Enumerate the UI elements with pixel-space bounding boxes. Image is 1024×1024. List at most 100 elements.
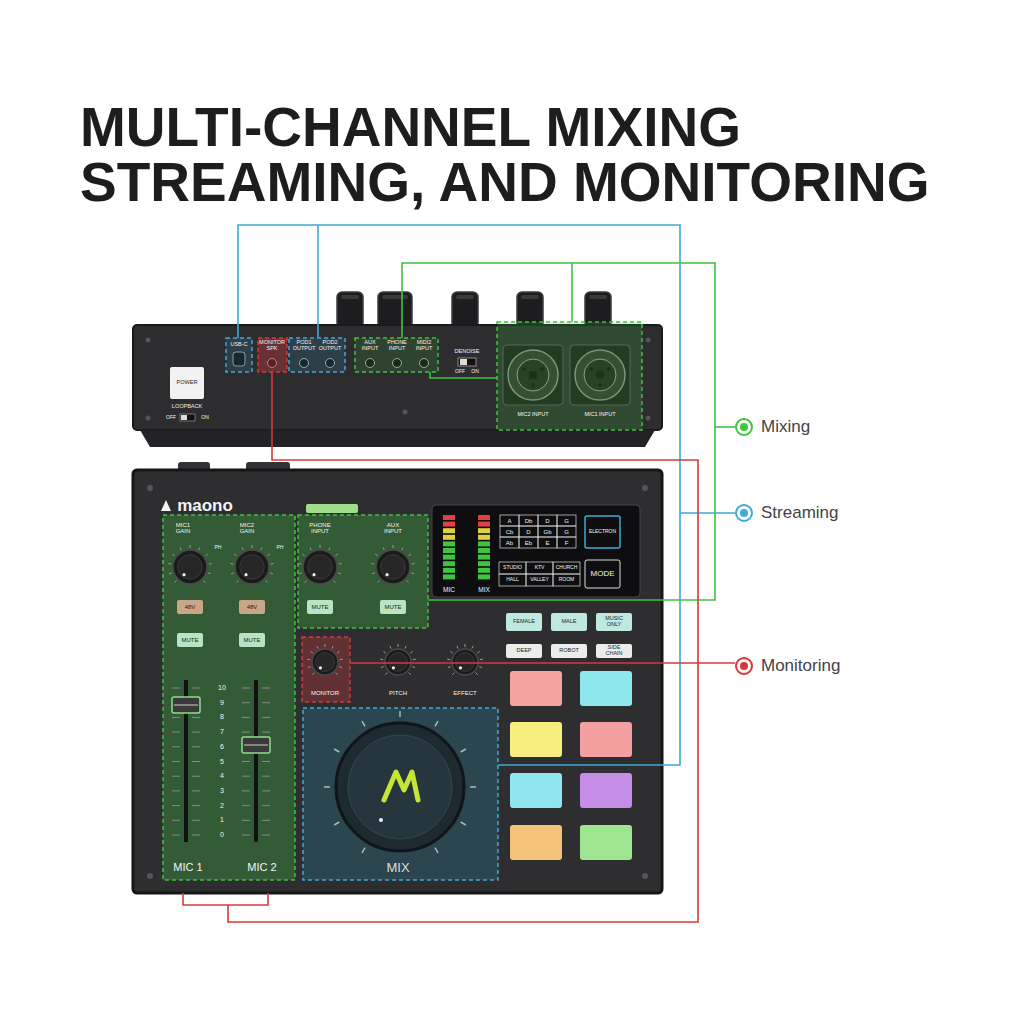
port-label: POD1 OUTPUT	[291, 340, 317, 352]
knob-indicator	[385, 573, 388, 576]
dial-tick	[362, 721, 365, 726]
button-label: MUSIC ONLY	[599, 616, 629, 628]
scale-number: 7	[220, 728, 224, 735]
key-cell-label: A	[507, 517, 511, 523]
meter-segment	[478, 561, 490, 566]
fader-tick	[172, 790, 180, 791]
button-label: 48V	[247, 604, 258, 610]
key-cell	[500, 526, 519, 537]
mode-label: MODE	[591, 570, 615, 578]
port-label: MIC1 INPUT	[584, 412, 615, 418]
fader-tick	[192, 790, 200, 791]
sample-pad	[580, 773, 632, 808]
knob-tick	[174, 580, 176, 582]
meter-segment	[443, 522, 455, 527]
fader-tick	[242, 790, 250, 791]
knob-tick	[410, 651, 412, 653]
knob-tick	[270, 572, 273, 574]
button-label: MALE	[562, 619, 577, 625]
knob-tick	[312, 673, 314, 675]
voice-button	[506, 613, 542, 631]
knob	[303, 550, 337, 584]
key-cell-label: Cb	[506, 528, 514, 534]
callout-wire	[715, 426, 735, 428]
dial-indicator	[379, 818, 383, 822]
meter-segment	[478, 555, 490, 560]
fader-tick	[262, 702, 270, 703]
screw	[147, 873, 153, 879]
scale-number: 8	[220, 714, 224, 721]
knob-cap	[456, 653, 475, 672]
streaming-zone	[289, 338, 345, 372]
knob-label: EFFECT	[453, 690, 476, 696]
mode-cell-label: ROOM	[559, 577, 575, 582]
meter-segment	[443, 561, 455, 566]
dial-tick	[470, 786, 476, 788]
key-cell	[538, 537, 557, 548]
fader-tick	[262, 790, 270, 791]
mode-cell	[553, 562, 580, 574]
knob-tick	[465, 644, 466, 647]
knob-tick	[180, 547, 181, 550]
screw	[147, 485, 153, 491]
fader-tick	[242, 805, 250, 806]
knob-label: PITCH	[389, 690, 407, 696]
key-cell-label: D	[545, 517, 549, 523]
switch-state: OFF	[166, 415, 176, 420]
scale-number: 10	[218, 684, 226, 691]
meter-segment	[443, 528, 455, 533]
fader-tick	[262, 805, 270, 806]
knob-ridge	[589, 295, 607, 299]
button-label: ROBOT	[559, 648, 579, 654]
power-button	[170, 367, 204, 399]
callout-wire	[317, 225, 319, 338]
port-label: USB-C	[230, 342, 247, 348]
button-label: FEMALE	[513, 619, 535, 625]
callout-wire	[571, 263, 573, 322]
knob-ridge	[521, 295, 539, 299]
fader-tick	[242, 702, 250, 703]
dial-tick	[334, 749, 339, 752]
dial-tick	[461, 749, 466, 752]
meter-segment	[478, 535, 490, 540]
dial-tick	[334, 822, 339, 825]
knob-tick	[383, 651, 385, 653]
fader-tick	[262, 717, 270, 718]
key-cell	[538, 526, 557, 537]
knob-tick	[236, 580, 238, 582]
button-label: POWER	[177, 380, 198, 386]
screw	[642, 485, 648, 491]
knob-tick	[476, 673, 478, 675]
fader-tick	[242, 835, 250, 836]
knob-tick	[205, 554, 207, 556]
key-cell-label: E	[545, 539, 549, 545]
knob-tick	[261, 547, 262, 550]
front-panel	[133, 470, 662, 893]
key-cell	[519, 537, 538, 548]
button	[380, 600, 406, 614]
legend-entry: Streaming	[735, 503, 838, 523]
voice-button	[596, 644, 632, 658]
port-label: PHONE INPUT	[384, 340, 410, 352]
knob	[235, 550, 269, 584]
legend-text: Mixing	[761, 417, 810, 437]
mix-zone	[303, 708, 498, 880]
knob-tick	[457, 646, 458, 649]
meter-segment	[443, 541, 455, 546]
key-cell-label: Eb	[525, 539, 532, 545]
sample-pad	[510, 773, 562, 808]
knob	[376, 550, 410, 584]
fader-tick	[172, 820, 180, 821]
knob-label: MIC2 GAIN	[235, 522, 259, 535]
callout-wire	[228, 372, 698, 922]
mode-cell	[526, 562, 553, 574]
fader-tick	[242, 732, 250, 733]
meter-segment	[478, 541, 490, 546]
logo-mark	[161, 500, 171, 511]
legend-entry: Monitoring	[735, 656, 840, 676]
knob-tick	[390, 646, 391, 649]
sample-pad	[580, 825, 632, 860]
mixing-zone	[298, 515, 428, 628]
knob-tick	[479, 666, 482, 668]
fader-cap	[242, 737, 270, 753]
